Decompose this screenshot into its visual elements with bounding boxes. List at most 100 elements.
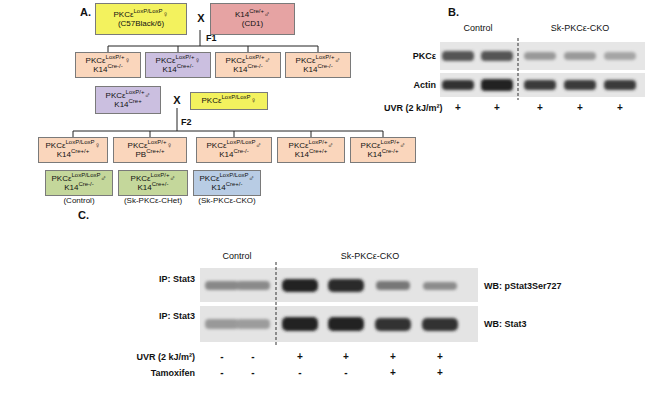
genotype-box: PKCεLoxP/+♂K14Cre+ (95, 86, 161, 114)
sex-symbol: ♀ (95, 141, 101, 150)
allele-superscript: LoxP/LoxP (226, 139, 255, 145)
treatment-sign: + (537, 103, 543, 113)
gene-name: PKCε (296, 56, 316, 65)
sex-symbol: ♂ (169, 174, 175, 183)
treatment-sign: + (577, 103, 583, 113)
protein-label: Actin (414, 81, 437, 90)
genotype-box: K14Cre/+♂(CD1) (210, 3, 295, 35)
blot-strip (440, 73, 645, 97)
branch-line (73, 131, 383, 132)
treatment-sign: - (344, 368, 347, 378)
allele-superscript: LoxP/+ (148, 139, 167, 145)
blot-band (604, 52, 636, 60)
gene-name: PKCε (128, 141, 148, 150)
gene-name: K14 (295, 150, 309, 159)
gene-name: PKCε (289, 141, 309, 150)
sex-symbol: ♀ (166, 141, 172, 150)
blot-band (375, 318, 411, 331)
blot-band (376, 281, 410, 290)
genotype-text: K14Cre+/- (211, 183, 242, 192)
genotype-result-box: PKCεLoxP/LoxP♂K14Cre+/-(Sk-PKCε-CKO) (193, 170, 261, 196)
allele-superscript: LoxP/+ (246, 54, 265, 60)
allele-superscript: Cre/+ (249, 8, 264, 14)
gene-name: PKCε (226, 56, 246, 65)
sex-symbol: ♂ (334, 56, 340, 65)
sex-symbol: ♀ (251, 96, 257, 105)
allele-superscript: LoxP/LoxP (221, 95, 250, 101)
genotype-box: PKCεLoxP/LoxP♀ (190, 92, 268, 110)
panel-letter: A. (80, 7, 91, 18)
group-header: Sk-PKCε-CKO (551, 24, 610, 33)
treatment-sign: + (494, 103, 500, 113)
gene-name: K14 (162, 65, 176, 74)
group-label: (Control) (63, 196, 94, 205)
blot-band (328, 279, 364, 292)
gene-name: PKCε (201, 96, 221, 105)
blot-band (481, 51, 513, 61)
genotype-text: K14Cre+ (114, 100, 141, 109)
sex-symbol: ♂ (249, 174, 255, 183)
allele-superscript: Cre-/+ (382, 148, 399, 154)
allele-superscript: LoxP/+ (309, 139, 328, 145)
gene-name: PKCε (131, 174, 151, 183)
pedigree-lines (73, 30, 383, 137)
blot-band (604, 80, 636, 90)
treatment-sign: - (220, 368, 223, 378)
treatment-label: UVR (2 kJ/m²) (136, 353, 195, 362)
cross-line (200, 30, 201, 46)
treatment-sign: + (455, 103, 461, 113)
divider-line (518, 38, 519, 100)
allele-superscript: LoxP/+ (176, 54, 195, 60)
allele-superscript: LoxP/+ (151, 172, 170, 178)
treatment-sign: - (251, 368, 254, 378)
allele-superscript: Cre+/+ (146, 148, 164, 154)
allele-superscript: LoxP/LoxP (65, 139, 94, 145)
gene-name: PKCε (51, 174, 71, 183)
blot-band (442, 80, 474, 90)
gene-name: PKCε (86, 56, 106, 65)
blot-band (442, 51, 474, 61)
genotype-box: PKCεLoxP/LoxP♂K14Cre-/- (196, 137, 272, 163)
genotype-text: PKCεLoxP/+♂ (106, 91, 151, 100)
treatment-sign: + (390, 368, 396, 378)
blot-band (524, 80, 556, 90)
blot-band (328, 317, 364, 331)
gene-name: K14 (219, 150, 233, 159)
strain-text: (CD1) (242, 19, 263, 28)
sex-symbol: ♂ (264, 10, 270, 19)
allele-superscript: Cre-/- (78, 181, 93, 187)
genotype-result-box: PKCεLoxP/LoxP♂K14Cre-/-(Control) (45, 170, 113, 196)
blot-strip (440, 42, 645, 70)
blot-band (236, 281, 270, 290)
genotype-text: PKCεLoxP/LoxP♀ (113, 10, 168, 19)
blot-band (564, 52, 596, 60)
allele-superscript: Cre-/- (317, 63, 332, 69)
blot-band (282, 279, 318, 292)
blot-strip (200, 306, 478, 342)
blot-band (205, 319, 239, 329)
group-header: Sk-PKCε-CKO (341, 252, 400, 261)
gene-name: PKCε (156, 56, 176, 65)
divider-line (276, 262, 277, 346)
gene-name: K14 (211, 183, 225, 192)
genotype-box: PKCεLoxP/+♂K14Cre+/+ (277, 137, 345, 163)
sex-symbol: ♂ (327, 141, 333, 150)
gene-name: K14 (233, 65, 247, 74)
allele-superscript: LoxP/+ (381, 139, 400, 145)
genotype-text: K14Cre-/- (93, 65, 123, 74)
allele-superscript: LoxP/LoxP (133, 8, 162, 14)
ip-western-blot (200, 262, 478, 346)
gene-name: K14 (57, 150, 71, 159)
sex-symbol: ♂ (399, 141, 405, 150)
ip-label: IP: Stat3 (159, 275, 195, 284)
gene-name: K14 (235, 10, 249, 19)
blot-strip (200, 268, 478, 302)
genotype-text: K14Cre+/+ (295, 150, 328, 159)
ip-label: IP: Stat3 (159, 312, 195, 321)
gene-name: K14 (367, 150, 381, 159)
allele-superscript: Cre-/- (233, 148, 248, 154)
cross-symbol: X (197, 13, 204, 24)
gene-name: K14 (93, 65, 107, 74)
allele-superscript: Cre-/- (107, 63, 122, 69)
genotype-text: K14Cre/+♂ (235, 10, 270, 19)
